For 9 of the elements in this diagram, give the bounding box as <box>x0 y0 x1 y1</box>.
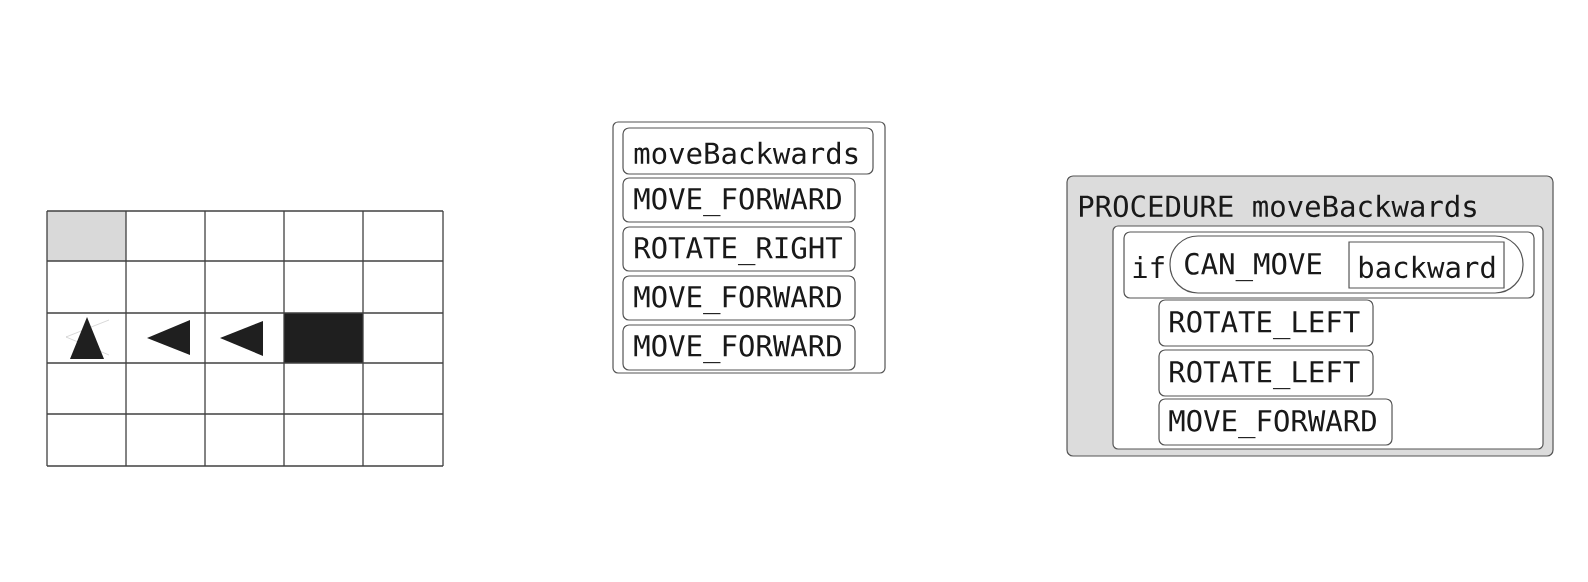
parameter-box: backward <box>1348 241 1505 289</box>
code-block: MOVE_FORWARD <box>622 324 856 371</box>
code-block: MOVE_FORWARD <box>622 177 856 223</box>
code-block: MOVE_FORWARD <box>622 275 856 321</box>
code-block: ROTATE_LEFT <box>1158 349 1374 397</box>
code-block: moveBackwards <box>622 127 874 175</box>
code-block: ROTATE_RIGHT <box>622 226 856 272</box>
code-block: ROTATE_LEFT <box>1158 299 1374 347</box>
code-block: MOVE_FORWARD <box>1158 398 1393 446</box>
